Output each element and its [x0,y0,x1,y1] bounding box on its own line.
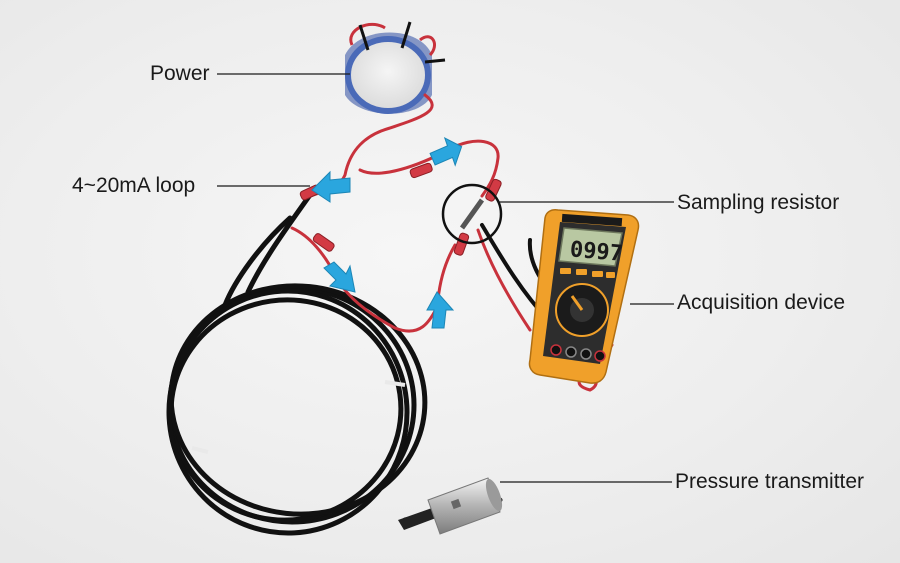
meter-jacks [550,344,606,362]
cable-ties [191,380,406,454]
power-battery [345,21,446,114]
label-pressure-transmitter: Pressure transmitter [675,470,865,493]
alligator-clips [299,162,502,256]
label-power: Power [150,62,210,85]
arrow-icon-2 [311,170,351,203]
arrow-icon-1 [429,137,463,167]
current-direction-arrows [311,137,463,329]
multimeter: 0997 [528,209,640,384]
label-acquisition-device: Acquisition device [677,291,846,314]
pressure-transmitter-probe [398,477,503,535]
leader-lines [217,73,674,483]
sampling-resistor-highlight [441,183,503,245]
sampling-resistor-component [459,198,485,230]
arrow-icon-4 [426,291,455,329]
cable-coil [166,192,503,536]
label-4-20ma-loop: 4~20mA loop [72,174,196,197]
meter-buttons [560,268,615,278]
label-sampling-resistor: Sampling resistor [677,191,840,214]
meter-reading: 0997 [569,237,624,267]
arrow-icon-3 [323,261,356,293]
